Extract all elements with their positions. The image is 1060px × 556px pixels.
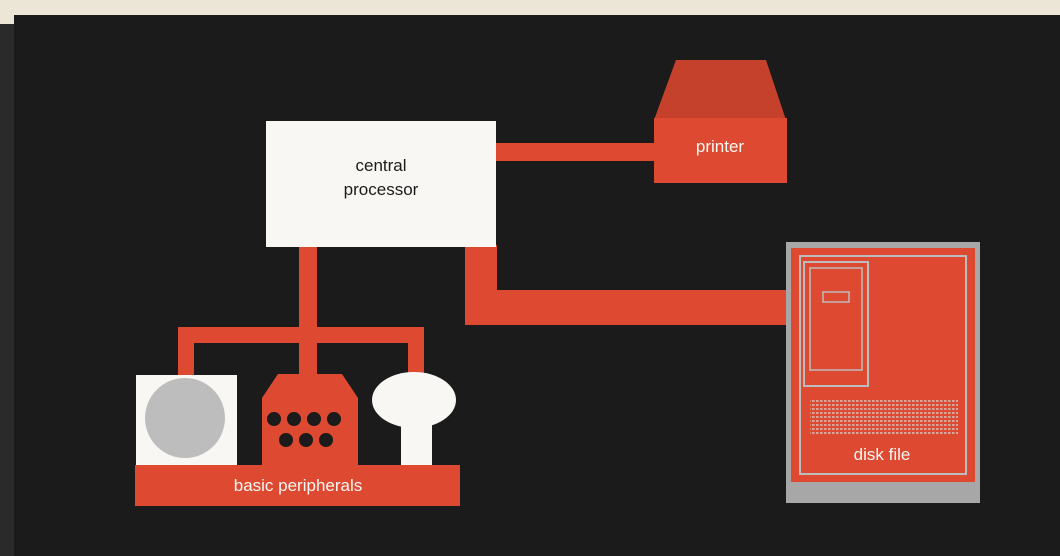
tape-reel-icon: [145, 378, 225, 458]
disk-file-label: disk file: [854, 445, 911, 464]
basic-peripherals-group: basic peripherals: [135, 372, 460, 506]
printer-label: printer: [696, 137, 745, 156]
connector-to-disk-file: [465, 290, 790, 325]
printer-top: [654, 60, 786, 120]
central-processor-label-line2: processor: [344, 180, 419, 199]
connector-bus-right: [408, 327, 424, 377]
connector-processor-printer: [494, 143, 656, 161]
connector-processor-peripherals: [299, 245, 317, 330]
disk-file-vent: [810, 398, 958, 434]
connector-bus-left: [178, 327, 194, 377]
central-processor-label-line1: central: [355, 156, 406, 175]
disk-file-base: [786, 482, 980, 503]
left-edge-strip: [0, 24, 14, 556]
disk-file-unit: disk file: [786, 242, 980, 503]
basic-peripherals-label: basic peripherals: [234, 476, 363, 495]
console-stand: [401, 415, 432, 467]
connector-bus-center: [299, 327, 317, 377]
